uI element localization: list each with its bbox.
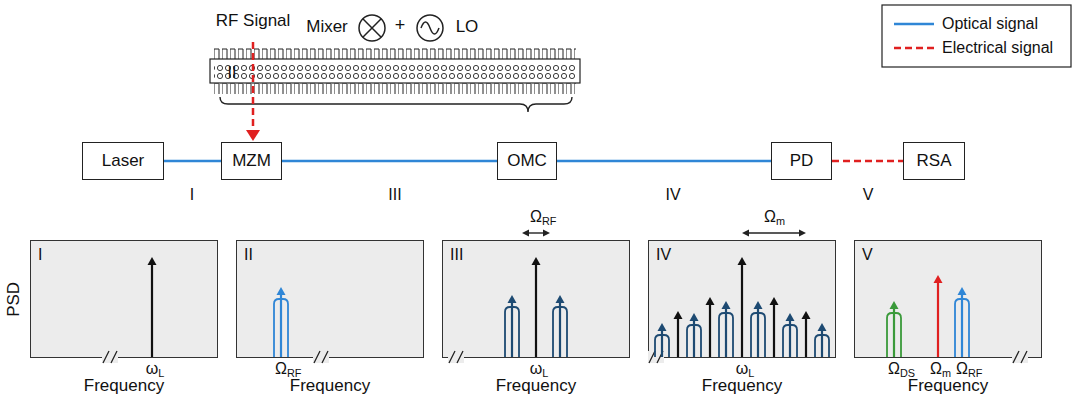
frequency-tick: Ω: [956, 360, 968, 378]
spacing-head: [799, 230, 806, 237]
frequency-tick: ω: [736, 360, 749, 378]
axis-title: Frequency: [702, 377, 782, 396]
component-label: OMC: [507, 152, 547, 171]
frequency-tick: Ω: [930, 360, 942, 378]
crystal-waveguide: [210, 48, 580, 94]
component-label: Laser: [102, 152, 145, 171]
legend-text: Optical signal: [942, 15, 1038, 33]
component-box: MZM: [221, 142, 282, 180]
panel-numeral: V: [862, 246, 873, 264]
signal-label: V: [863, 186, 874, 204]
component-box: OMC: [497, 142, 557, 180]
panel-numeral: IV: [656, 246, 671, 264]
axis-title: PSD: [5, 282, 24, 317]
optical-link: [164, 161, 221, 162]
subscript: m: [776, 216, 785, 228]
frequency-tick: Ω: [764, 208, 776, 226]
frequency-tick: Ω: [275, 360, 287, 378]
spectrum-panel: V: [854, 240, 1042, 358]
component-label: MZM: [232, 152, 271, 171]
signal-label: Mixer: [306, 18, 348, 37]
component-box: RSA: [903, 142, 965, 180]
electrical-link: [832, 161, 903, 162]
spacing-arrow: [528, 232, 544, 233]
spacing-head: [522, 230, 529, 237]
signal-label: +: [395, 16, 406, 36]
component-box: Laser: [82, 142, 164, 180]
subscript: RF: [542, 216, 557, 228]
rf-input-arrow: [246, 42, 260, 141]
optical-link: [282, 161, 497, 162]
panel-numeral: II: [244, 246, 253, 264]
bracket: [220, 97, 572, 112]
spectrum-panel: IV: [648, 240, 836, 358]
signal-label: III: [388, 186, 401, 204]
panel-numeral: I: [38, 246, 42, 264]
component-label: PD: [790, 152, 814, 171]
signal-label: I: [190, 186, 194, 204]
panel-numeral: III: [450, 246, 463, 264]
component-label: RSA: [917, 152, 952, 171]
spectrum-panel: III: [442, 240, 630, 358]
frequency-tick: Ω: [888, 360, 900, 378]
axis-title: Frequency: [908, 377, 988, 396]
spacing-arrow: [748, 232, 800, 233]
frequency-tick: ω: [530, 360, 543, 378]
spacing-head: [543, 230, 550, 237]
legend-frame: [882, 5, 1071, 67]
legend-text: Electrical signal: [942, 39, 1053, 57]
frequency-tick: Ω: [530, 208, 542, 226]
axis-title: Frequency: [290, 377, 370, 396]
component-box: PD: [771, 142, 832, 180]
frequency-tick: ω: [146, 360, 159, 378]
signal-label: LO: [456, 18, 479, 37]
mixer-symbol: [359, 15, 385, 41]
optical-link: [557, 161, 771, 162]
oscillator-symbol: [417, 15, 443, 41]
axis-title: Frequency: [84, 377, 164, 396]
signal-label: II: [228, 64, 237, 82]
spectrum-panel: I: [30, 240, 218, 358]
legend-sample: [894, 23, 934, 26]
spectrum-panel: II: [236, 240, 424, 358]
spacing-head: [742, 230, 749, 237]
signal-label: IV: [665, 186, 680, 204]
axis-title: Frequency: [496, 377, 576, 396]
legend-sample: [894, 47, 934, 50]
signal-label: RF Signal: [216, 12, 291, 31]
